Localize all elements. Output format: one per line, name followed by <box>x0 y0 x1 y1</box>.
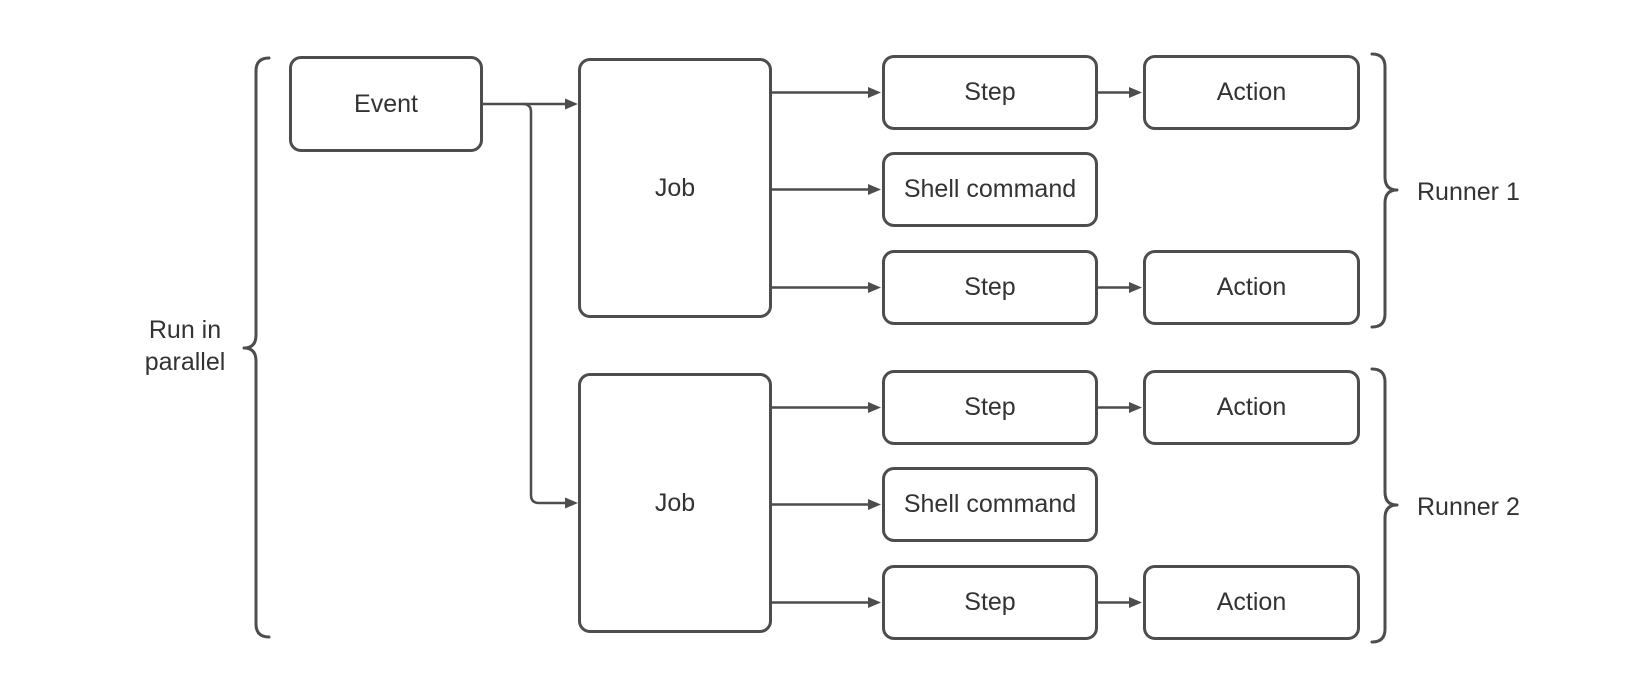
event-node: Event <box>289 56 483 152</box>
arrowhead-job2-to-step2 <box>868 597 881 608</box>
job-node-1: Job <box>578 58 772 318</box>
job-node-2: Job <box>578 373 772 633</box>
arrowhead-step2-to-action2-g1 <box>1129 282 1142 293</box>
action-node-2-1: Action <box>1143 370 1360 445</box>
action-2-2-label: Action <box>1216 588 1287 616</box>
arrowhead-step1-to-action1-g2 <box>1129 402 1142 413</box>
run-in-parallel-label: Run in parallel <box>105 314 265 378</box>
event-label: Event <box>354 89 418 118</box>
step-node-1-1: Step <box>882 55 1098 130</box>
shell-command-2-label: Shell command <box>903 490 1077 518</box>
arrowhead-job1-to-step1 <box>868 87 881 98</box>
job-2-label: Job <box>654 488 696 517</box>
step-1-1-label: Step <box>964 78 1016 106</box>
arrowhead-step1-to-action1-g1 <box>1129 87 1142 98</box>
runner-1-label: Runner 1 <box>1417 178 1520 206</box>
runner-1-brace <box>1370 52 1399 329</box>
job-1-label: Job <box>654 173 696 202</box>
arrowhead-event-to-job2 <box>565 497 578 509</box>
runner-2-brace <box>1370 367 1399 644</box>
run-in-parallel-line2: parallel <box>144 348 226 376</box>
action-node-1-2: Action <box>1143 250 1360 325</box>
arrow-event-to-job2 <box>522 102 570 505</box>
step-node-2-2: Step <box>882 565 1098 640</box>
shell-command-node-1: Shell command <box>882 152 1098 227</box>
step-1-2-label: Step <box>964 273 1016 301</box>
arrowhead-step2-to-action2-g2 <box>1129 597 1142 608</box>
shell-command-1-label: Shell command <box>903 175 1077 203</box>
action-1-1-label: Action <box>1216 78 1287 106</box>
action-2-1-label: Action <box>1216 393 1287 421</box>
arrowhead-job1-to-shell <box>868 184 881 195</box>
action-node-1-1: Action <box>1143 55 1360 130</box>
step-2-2-label: Step <box>964 588 1016 616</box>
action-1-2-label: Action <box>1216 273 1287 301</box>
step-2-1-label: Step <box>964 393 1016 421</box>
runner-2-label: Runner 2 <box>1417 493 1520 521</box>
arrowhead-event-to-job1 <box>565 98 578 110</box>
arrowhead-job1-to-step2 <box>868 282 881 293</box>
shell-command-node-2: Shell command <box>882 467 1098 542</box>
step-node-1-2: Step <box>882 250 1098 325</box>
run-in-parallel-brace <box>242 56 271 639</box>
step-node-2-1: Step <box>882 370 1098 445</box>
action-node-2-2: Action <box>1143 565 1360 640</box>
run-in-parallel-line1: Run in <box>148 316 222 344</box>
arrowhead-job2-to-step1 <box>868 402 881 413</box>
arrowhead-job2-to-shell <box>868 499 881 510</box>
